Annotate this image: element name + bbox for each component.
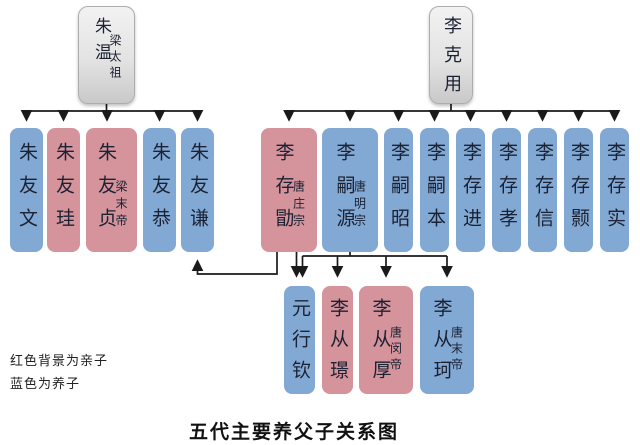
node-label: 李嗣昭 xyxy=(388,142,410,241)
node-zhu-yougong: 朱友恭 xyxy=(143,128,176,252)
node-era-label: 梁太祖 xyxy=(108,34,122,82)
node-label: 李从珂 xyxy=(430,298,453,391)
node-zhu-wen: 朱温 梁太祖 xyxy=(78,6,135,104)
node-li-cunxin: 李存信 xyxy=(528,128,557,252)
node-label: 朱友恭 xyxy=(149,142,171,241)
node-label: 李从璟 xyxy=(327,298,349,391)
fan-zhu-wen xyxy=(20,104,204,122)
node-li-conghou: 李从厚 唐闵帝 xyxy=(359,286,413,394)
node-era-label: 唐末帝 xyxy=(449,326,464,374)
fan-li-keyong xyxy=(283,104,621,122)
node-label: 李存勖 xyxy=(272,142,295,241)
node-label: 李嗣本 xyxy=(424,142,446,241)
node-zhu-youqian: 朱友谦 xyxy=(181,128,214,252)
node-yuan-xingqin: 元行钦 xyxy=(284,286,315,394)
node-label: 朱友谦 xyxy=(187,142,209,241)
node-label: 李存进 xyxy=(460,142,482,241)
node-li-cunxu: 李存勖 唐庄宗 xyxy=(261,128,317,252)
node-li-cunxiao: 李存孝 xyxy=(492,128,521,252)
node-label: 李从厚 xyxy=(369,298,392,391)
node-li-keyong: 李克用 xyxy=(429,6,473,104)
node-label: 朱温 xyxy=(91,17,111,69)
node-li-cunhao: 李存颢 xyxy=(564,128,593,252)
node-era-label: 唐闵帝 xyxy=(388,326,403,374)
node-li-siben: 李嗣本 xyxy=(420,128,449,252)
legend-red-note: 红色背景为亲子 xyxy=(10,354,109,369)
diagram-title: 五代主要养父子关系图 xyxy=(188,421,399,443)
legend-blue-note: 蓝色为养子 xyxy=(10,377,81,392)
node-label: 李嗣源 xyxy=(333,142,356,241)
node-label: 李存实 xyxy=(604,142,626,241)
node-label: 李存颢 xyxy=(568,142,590,241)
node-era-label: 唐庄宗 xyxy=(291,180,306,231)
node-li-siyuan: 李嗣源 唐明宗 xyxy=(322,128,378,252)
node-label: 朱友珪 xyxy=(53,142,75,241)
node-li-sizhao: 李嗣昭 xyxy=(384,128,413,252)
node-zhu-youwen: 朱友文 xyxy=(10,128,43,252)
node-label: 李存信 xyxy=(532,142,554,241)
node-zhu-youzhen: 朱友贞 梁末帝 xyxy=(86,128,137,252)
node-label: 李克用 xyxy=(441,16,462,103)
node-label: 元行钦 xyxy=(289,298,311,391)
node-label: 朱友文 xyxy=(16,142,38,241)
node-zhu-yougui: 朱友珪 xyxy=(47,128,80,252)
node-era-label: 唐明宗 xyxy=(352,180,367,231)
legend: 红色背景为亲子 蓝色为养子 xyxy=(10,350,108,396)
node-label: 李存孝 xyxy=(496,142,518,241)
fan-li-siyuan xyxy=(296,252,453,278)
node-li-cunshi: 李存实 xyxy=(600,128,629,252)
node-era-label: 梁末帝 xyxy=(114,180,128,231)
edge-licunxu-to-zhuyouqian xyxy=(191,252,278,275)
node-li-cunjin: 李存进 xyxy=(456,128,485,252)
node-li-congjing: 李从璟 xyxy=(322,286,353,394)
node-label: 朱友贞 xyxy=(95,142,117,241)
node-li-congke: 李从珂 唐末帝 xyxy=(420,286,474,394)
